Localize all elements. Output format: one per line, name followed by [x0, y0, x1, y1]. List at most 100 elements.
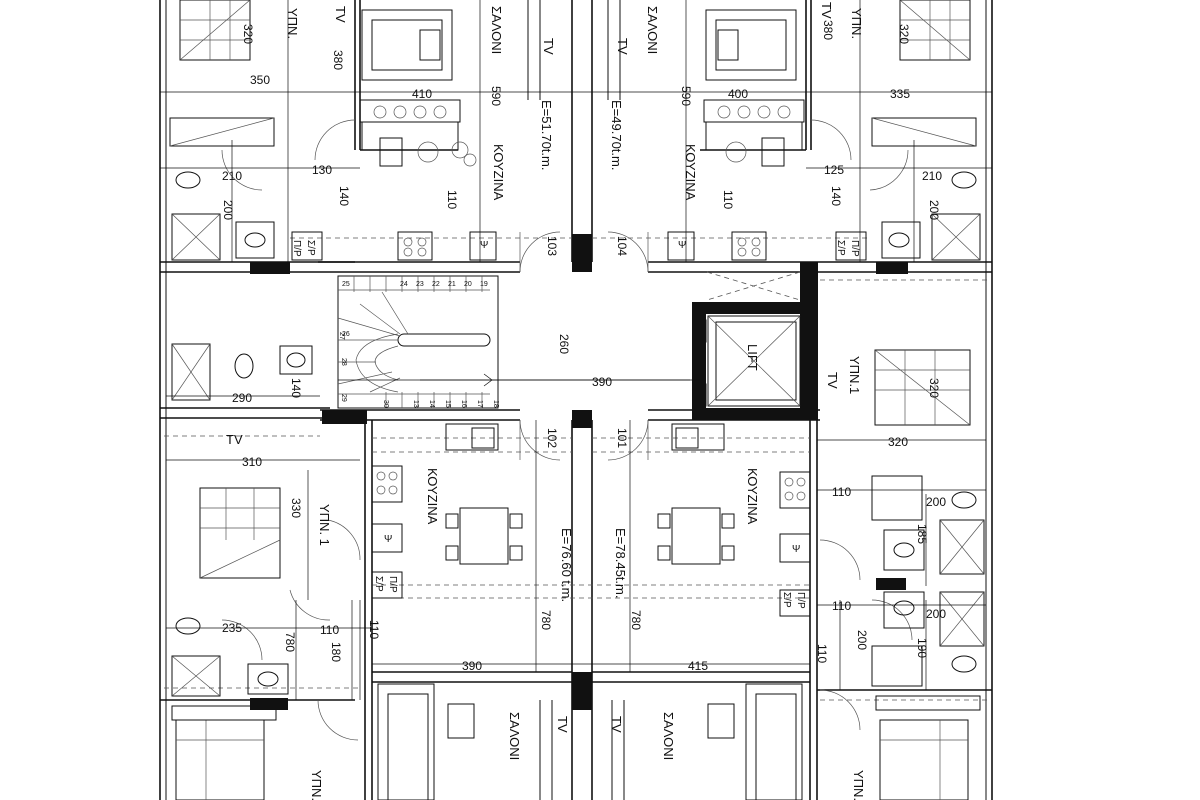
door-swings	[221, 119, 913, 741]
label-pr-bottom-left: Π/Ρ	[387, 576, 398, 593]
label-tv-top-left: TV	[541, 38, 556, 55]
label-tv-bottom-left: TV	[555, 716, 570, 733]
dim-110-lb-vert: 110	[367, 620, 381, 639]
label-area-bottom-right: E=78.45t.m.	[613, 528, 628, 598]
elevator-shaft	[695, 315, 801, 407]
dim-390-bottom: 390	[462, 659, 482, 673]
svg-text:24: 24	[400, 281, 408, 288]
dim-235: 235	[222, 621, 242, 635]
dim-380-r: 380	[821, 20, 835, 40]
label-psi-4: Ψ	[792, 544, 800, 555]
dim-140-l: 140	[337, 186, 351, 206]
svg-text:23: 23	[416, 281, 424, 288]
label-saloni-top-left: ΣΑΛΟΝΙ	[489, 6, 504, 54]
dim-140-r: 140	[829, 186, 843, 206]
dim-350: 350	[250, 73, 270, 87]
label-ypn-top-right: ΥΠΝ.	[849, 8, 864, 39]
label-tv-left-bedroom: TV	[226, 432, 243, 447]
dim-110-rm2: 110	[832, 599, 851, 613]
label-ypn-top-left: ΥΠΝ.	[285, 8, 300, 39]
label-tv-top-right: TV	[615, 38, 630, 55]
dim-780-l: 780	[539, 610, 553, 630]
dim-410: 410	[412, 87, 432, 101]
svg-text:14: 14	[428, 400, 435, 408]
dim-210-r: 210	[922, 169, 942, 183]
dim-102: 102	[545, 428, 559, 448]
label-tv-top-right-bedroom: TV	[819, 2, 834, 19]
dim-400: 400	[728, 87, 748, 101]
dim-110-rm: 110	[832, 485, 851, 499]
dim-200-rm2: 200	[926, 607, 946, 621]
dim-335: 335	[890, 87, 910, 101]
dimension-lines	[160, 0, 992, 700]
dim-415: 415	[688, 659, 708, 673]
label-ypn1-left: ΥΠΝ. 1	[317, 504, 332, 546]
dim-210-l: 210	[222, 169, 242, 183]
svg-text:13: 13	[412, 400, 419, 408]
svg-text:28: 28	[340, 358, 347, 366]
dim-185: 185	[915, 524, 929, 544]
svg-text:21: 21	[448, 281, 456, 288]
label-sr-bottom-right: Σ/Ρ	[781, 592, 792, 608]
dim-200-rm: 200	[926, 495, 946, 509]
svg-text:15: 15	[444, 400, 451, 408]
label-psi-2: Ψ	[678, 240, 686, 251]
svg-text:26: 26	[342, 331, 350, 338]
label-sr-bottom-left: Σ/Ρ	[373, 576, 384, 592]
dim-125: 125	[824, 163, 844, 177]
dim-140-bath: 140	[289, 378, 303, 398]
party-walls	[160, 0, 992, 800]
dim-200-vert: 200	[855, 630, 869, 650]
label-sr-top-right: Σ/Ρ	[835, 240, 846, 256]
label-pr-top-left: Π/Ρ	[291, 240, 302, 257]
label-area-top-left: E=51.70t.m.	[539, 100, 554, 170]
label-saloni-bottom-right: ΣΑΛΟΝΙ	[661, 712, 676, 760]
svg-text:22: 22	[432, 281, 440, 288]
dim-380-l: 380	[331, 50, 345, 70]
label-psi-1: Ψ	[480, 240, 488, 251]
svg-text:17: 17	[476, 400, 483, 408]
fixture-labels: Π/Ρ Σ/Ρ Π/Ρ Σ/Ρ Π/Ρ Σ/Ρ Π/Ρ Σ/Ρ Ψ Ψ Ψ Ψ	[291, 240, 860, 609]
dim-320-r-bottom: 320	[888, 435, 908, 449]
label-kouzina-top-left: ΚΟΥΖΙΝΑ	[491, 144, 506, 201]
living-room-furniture	[361, 0, 803, 800]
dimension-labels: 320 350 380 410 590 590 400 335 380 320 …	[221, 20, 946, 673]
label-area-top-right: E=49.70t.m.	[609, 100, 624, 170]
label-ypn-bottom-right: ΥΠΝ.	[851, 770, 866, 800]
svg-text:27: 27	[338, 332, 345, 340]
dim-320-tr: 320	[897, 24, 911, 44]
dim-103: 103	[545, 236, 559, 256]
label-psi-3: Ψ	[384, 534, 392, 545]
label-tv-right-bedroom: TV	[825, 372, 840, 389]
label-pr-bottom-right: Π/Ρ	[795, 592, 806, 609]
room-labels: ΣΑΛΟΝΙ ΣΑΛΟΝΙ TV TV ΥΠΝ. TV ΥΠΝ. TV ΚΟΥΖ…	[226, 2, 866, 800]
svg-text:30: 30	[382, 400, 389, 408]
label-lift: LIFT	[745, 344, 760, 371]
dim-390-center: 390	[592, 375, 612, 389]
label-sr-top-left: Σ/Ρ	[305, 240, 316, 256]
dim-320-r-bed: 320	[927, 378, 941, 398]
dim-110-l: 110	[445, 190, 459, 209]
svg-text:20: 20	[464, 281, 472, 288]
label-saloni-bottom-left: ΣΑΛΟΝΙ	[507, 712, 522, 760]
label-kouzina-bottom-left: ΚΟΥΖΙΝΑ	[425, 468, 440, 525]
dim-101: 101	[615, 428, 629, 448]
dim-110-lb: 110	[320, 623, 339, 637]
svg-text:18: 18	[492, 400, 499, 408]
dim-780-l-small: 780	[283, 632, 297, 652]
label-ypn-bottom-left: ΥΠΝ.	[309, 770, 324, 800]
label-kouzina-top-right: ΚΟΥΖΙΝΑ	[683, 144, 698, 201]
bedroom-furniture	[169, 0, 981, 800]
dining-tables	[445, 507, 735, 565]
dim-320-tl: 320	[241, 24, 255, 44]
dim-110-r: 110	[721, 190, 735, 209]
dim-110-vert-r: 110	[815, 644, 829, 663]
dim-190: 190	[915, 638, 929, 658]
dim-180: 180	[329, 642, 343, 662]
dim-200-l: 200	[221, 200, 235, 220]
bathroom-fixtures	[171, 171, 985, 697]
label-area-bottom-left: E=76.60 t.m.	[559, 528, 574, 602]
svg-text:19: 19	[480, 281, 488, 288]
